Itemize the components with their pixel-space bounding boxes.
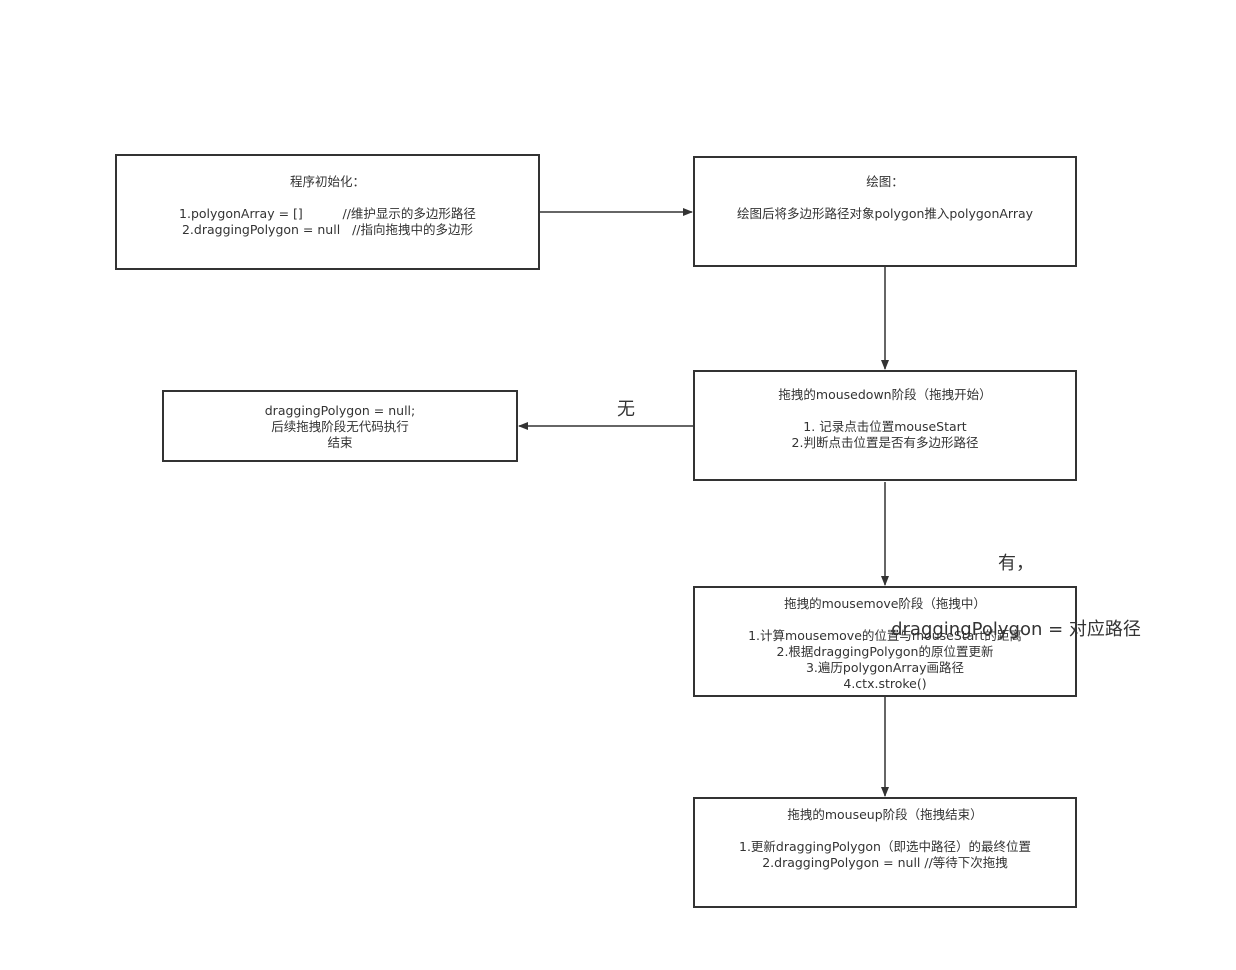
- mouseup-box: 拖拽的mouseup阶段（拖拽结束） 1.更新draggingPolygon（即…: [693, 797, 1077, 908]
- mousemove-line-1: 1.计算mousemove的位置与mouseStart的距离: [748, 628, 1022, 643]
- mouseup-line-2: 2.draggingPolygon = null //等待下次拖拽: [762, 855, 1008, 870]
- edge-label-yes-line-2: draggingPolygon = 对应路径: [891, 619, 1141, 640]
- draw-title: 绘图：: [866, 174, 904, 189]
- mousemove-line-3: 3.遍历polygonArray画路径: [805, 660, 965, 675]
- mousemove-box: 拖拽的mousemove阶段（拖拽中） 1.计算mousemove的位置与mou…: [693, 586, 1077, 697]
- init-box: 程序初始化： 1.polygonArray = [] //维护显示的多边形路径 …: [115, 154, 540, 270]
- no-polygon-line-3: 结束: [327, 435, 353, 450]
- edge-label-yes-line-1: 有，: [998, 553, 1034, 574]
- mousemove-line-2: 2.根据draggingPolygon的原位置更新: [776, 644, 994, 659]
- edge-label-yes: 有， draggingPolygon = 对应路径: [884, 509, 1148, 685]
- init-title: 程序初始化：: [289, 174, 365, 189]
- mouseup-line-1: 1.更新draggingPolygon（即选中路径）的最终位置: [739, 839, 1031, 854]
- draw-box: 绘图： 绘图后将多边形路径对象polygon推入polygonArray: [693, 156, 1077, 267]
- mousemove-title: 拖拽的mousemove阶段（拖拽中）: [784, 596, 986, 611]
- init-line-2: 2.draggingPolygon = null //指向拖拽中的多边形: [181, 222, 474, 237]
- mousemove-line-4: 4.ctx.stroke(): [843, 676, 927, 691]
- mousedown-line-2: 2.判断点击位置是否有多边形路径: [791, 435, 979, 450]
- edge-label-no: 无: [617, 399, 635, 420]
- mouseup-title: 拖拽的mouseup阶段（拖拽结束）: [787, 807, 983, 822]
- mousedown-line-1: 1. 记录点击位置mouseStart: [803, 419, 967, 434]
- no-polygon-box: draggingPolygon = null; 后续拖拽阶段无代码执行 结束: [162, 390, 518, 462]
- no-polygon-line-1: draggingPolygon = null;: [264, 403, 416, 418]
- draw-line-1: 绘图后将多边形路径对象polygon推入polygonArray: [736, 206, 1034, 221]
- init-line-1: 1.polygonArray = [] //维护显示的多边形路径: [179, 206, 476, 221]
- mousedown-title: 拖拽的mousedown阶段（拖拽开始）: [778, 387, 992, 402]
- no-polygon-line-2: 后续拖拽阶段无代码执行: [271, 419, 409, 434]
- mousedown-box: 拖拽的mousedown阶段（拖拽开始） 1. 记录点击位置mouseStart…: [693, 370, 1077, 481]
